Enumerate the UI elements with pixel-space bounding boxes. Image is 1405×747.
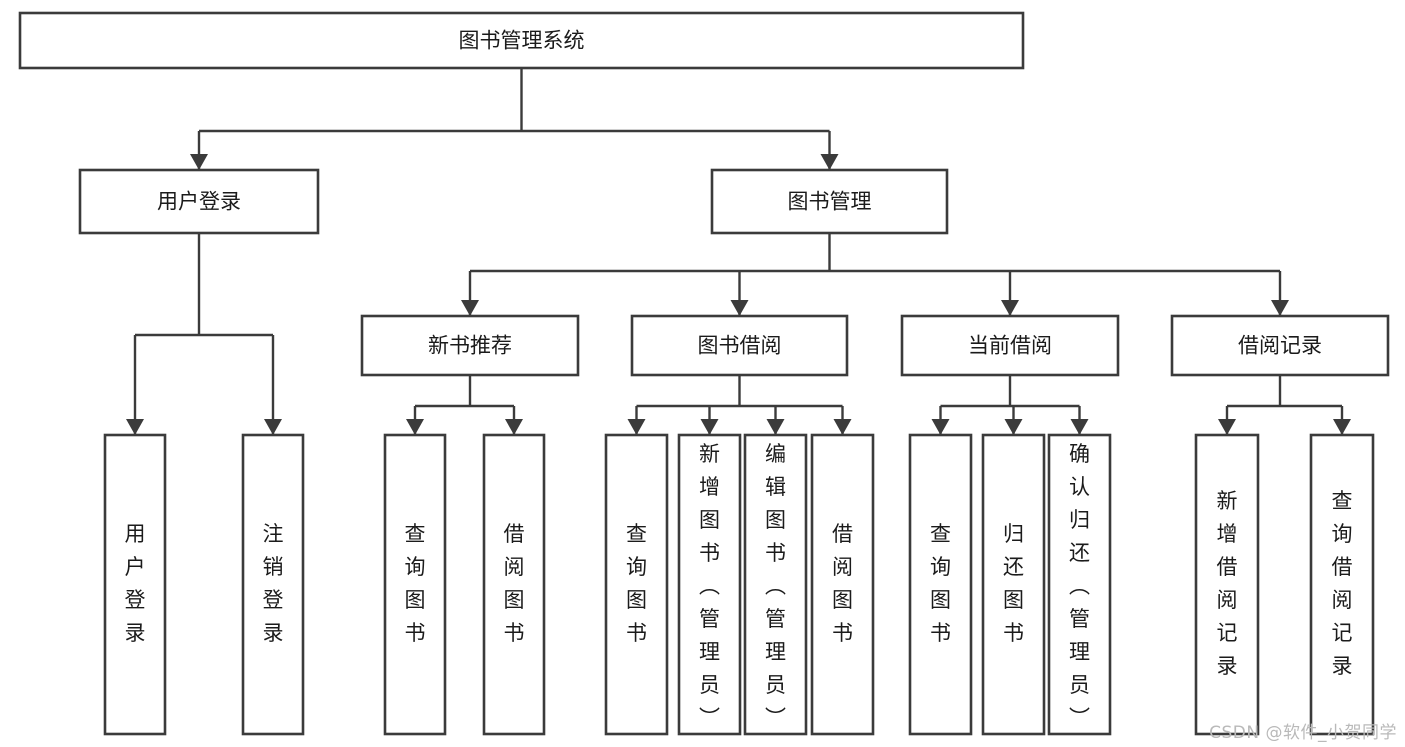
- book-borrow-branch-arrow-0: [627, 419, 646, 435]
- node-leaf-user-logout[interactable]: 注销登录: [241, 433, 305, 736]
- node-root-system[interactable]: 图书管理系统: [18, 11, 1025, 70]
- node-leaf-query-book-current-box[interactable]: [908, 433, 973, 736]
- node-leaf-query-book-borrow-box[interactable]: [604, 433, 669, 736]
- node-borrow-record-box[interactable]: [1170, 314, 1390, 377]
- node-leaf-add-borrow-record-label: 新增借阅记录: [1217, 489, 1238, 678]
- node-leaf-confirm-return-admin-label: 确认归还︵管理员︶: [1069, 442, 1090, 730]
- node-book-borrow-label: 图书借阅: [698, 334, 782, 358]
- user-login-branch-arrow-0: [126, 419, 144, 435]
- node-user-login[interactable]: 用户登录: [78, 168, 320, 235]
- borrow-record-branch-arrow-0: [1218, 419, 1236, 435]
- node-leaf-confirm-return-admin[interactable]: 确认归还︵管理员︶: [1047, 433, 1112, 736]
- node-leaf-query-book-borrow-label: 查询图书: [626, 522, 647, 645]
- node-leaf-query-book-recommend-label: 查询图书: [405, 522, 426, 645]
- book-borrow-branch-arrow-3: [833, 419, 852, 435]
- node-leaf-user-login-box[interactable]: [103, 433, 167, 736]
- node-leaf-confirm-return-admin-box[interactable]: [1047, 433, 1112, 736]
- node-leaf-borrow-book[interactable]: 借阅图书: [810, 433, 875, 736]
- book-borrow-branch-arrow-1: [700, 419, 719, 435]
- node-leaf-query-borrow-record[interactable]: 查询借阅记录: [1309, 433, 1375, 736]
- node-leaf-query-borrow-record-label: 查询借阅记录: [1332, 489, 1353, 678]
- new-book-recommend-branch-arrow-1: [505, 419, 523, 435]
- node-leaf-return-book[interactable]: 归还图书: [981, 433, 1046, 736]
- node-book-manage-label: 图书管理: [788, 190, 872, 214]
- node-leaf-user-logout-box[interactable]: [241, 433, 305, 736]
- node-leaf-borrow-book-recommend[interactable]: 借阅图书: [482, 433, 546, 736]
- csdn-watermark: CSDN @软件_小贺同学: [1209, 723, 1397, 743]
- node-leaf-user-login-label: 用户登录: [125, 522, 146, 645]
- node-leaf-user-logout-label: 注销登录: [263, 522, 284, 645]
- book-manage-branch-arrow-2: [1001, 300, 1019, 316]
- node-leaf-user-login[interactable]: 用户登录: [103, 433, 167, 736]
- root-branch-arrow-1: [820, 154, 839, 170]
- node-new-book-recommend-box[interactable]: [360, 314, 580, 377]
- book-borrow-branch-arrow-2: [766, 419, 785, 435]
- node-leaf-query-book-current-label: 查询图书: [930, 522, 951, 645]
- node-current-borrow-label: 当前借阅: [968, 334, 1052, 358]
- node-borrow-record-label: 借阅记录: [1238, 334, 1322, 358]
- node-leaf-add-borrow-record-box[interactable]: [1194, 433, 1260, 736]
- node-leaf-edit-book-admin-box[interactable]: [743, 433, 808, 736]
- book-manage-branch-arrow-1: [730, 300, 749, 316]
- node-leaf-borrow-book-recommend-box[interactable]: [482, 433, 546, 736]
- node-leaf-query-book-current[interactable]: 查询图书: [908, 433, 973, 736]
- node-borrow-record[interactable]: 借阅记录: [1170, 314, 1390, 377]
- node-leaf-return-book-box[interactable]: [981, 433, 1046, 736]
- node-leaf-borrow-book-box[interactable]: [810, 433, 875, 736]
- node-leaf-return-book-label: 归还图书: [1003, 522, 1024, 645]
- root-branch-arrow-0: [190, 154, 208, 170]
- connector-layer: [126, 68, 1351, 435]
- borrow-record-branch-arrow-1: [1333, 419, 1351, 435]
- node-leaf-edit-book-admin[interactable]: 编辑图书︵管理员︶: [743, 433, 808, 736]
- node-leaf-borrow-book-label: 借阅图书: [832, 522, 853, 645]
- node-leaf-borrow-book-recommend-label: 借阅图书: [504, 522, 525, 645]
- node-new-book-recommend-label: 新书推荐: [428, 334, 512, 358]
- current-borrow-branch-arrow-2: [1070, 419, 1089, 435]
- current-borrow-branch-arrow-1: [1004, 419, 1023, 435]
- node-book-manage-box[interactable]: [710, 168, 949, 235]
- node-root-system-label: 图书管理系统: [459, 29, 585, 53]
- node-leaf-query-borrow-record-box[interactable]: [1309, 433, 1375, 736]
- node-leaf-add-book-admin[interactable]: 新增图书︵管理员︶: [677, 433, 742, 736]
- node-layer: 图书管理系统用户登录图书管理新书推荐图书借阅当前借阅借阅记录用户登录注销登录查询…: [18, 11, 1390, 736]
- book-manage-branch-arrow-3: [1271, 300, 1289, 316]
- node-new-book-recommend[interactable]: 新书推荐: [360, 314, 580, 377]
- node-book-borrow-box[interactable]: [630, 314, 849, 377]
- user-login-branch-arrow-1: [264, 419, 282, 435]
- current-borrow-branch-arrow-0: [931, 419, 950, 435]
- node-leaf-query-book-recommend[interactable]: 查询图书: [383, 433, 447, 736]
- node-leaf-edit-book-admin-label: 编辑图书︵管理员︶: [765, 442, 786, 730]
- node-leaf-query-book-borrow[interactable]: 查询图书: [604, 433, 669, 736]
- node-current-borrow[interactable]: 当前借阅: [900, 314, 1120, 377]
- node-book-borrow[interactable]: 图书借阅: [630, 314, 849, 377]
- node-leaf-query-book-recommend-box[interactable]: [383, 433, 447, 736]
- node-user-login-label: 用户登录: [157, 190, 241, 214]
- node-user-login-box[interactable]: [78, 168, 320, 235]
- new-book-recommend-branch-arrow-0: [406, 419, 424, 435]
- node-root-system-box[interactable]: [18, 11, 1025, 70]
- node-leaf-add-book-admin-label: 新增图书︵管理员︶: [699, 442, 720, 730]
- node-leaf-add-borrow-record[interactable]: 新增借阅记录: [1194, 433, 1260, 736]
- node-book-manage[interactable]: 图书管理: [710, 168, 949, 235]
- node-leaf-add-book-admin-box[interactable]: [677, 433, 742, 736]
- book-manage-branch-arrow-0: [461, 300, 479, 316]
- node-current-borrow-box[interactable]: [900, 314, 1120, 377]
